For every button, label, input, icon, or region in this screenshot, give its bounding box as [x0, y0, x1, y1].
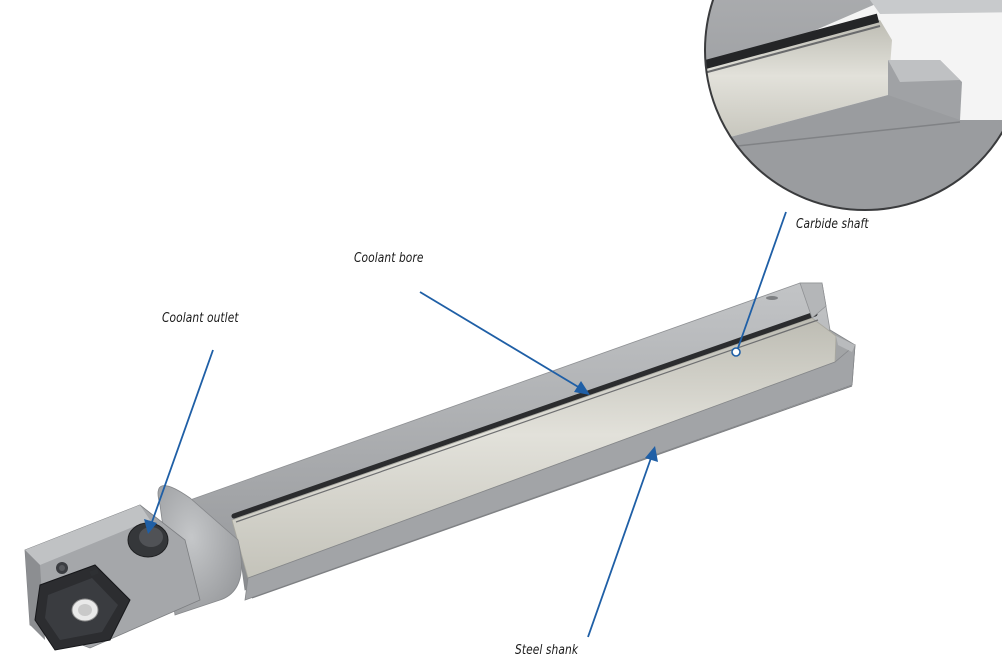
label-steel-shank: Steel shank: [515, 643, 579, 658]
boring-bar: [24, 282, 856, 651]
zoom-magnifier: [704, 0, 1002, 211]
callouts: [144, 211, 787, 638]
coolant-outlet-pointer: [151, 349, 214, 523]
steel-shank-arrowhead: [645, 446, 658, 462]
coolant-bore-pointer: [419, 291, 581, 389]
steel-shank-pointer: [587, 457, 652, 638]
carbide-shaft: [231, 317, 837, 579]
steel-lip: [244, 344, 856, 601]
label-coolant-outlet: Coolant outlet: [162, 311, 239, 326]
carbide-shaft-pointer: [737, 211, 787, 349]
coolant-bore-line: [231, 311, 818, 519]
zoom-circle-border: [704, 0, 1002, 211]
label-coolant-bore: Coolant bore: [354, 251, 424, 266]
coolant-bore-arrowhead: [574, 381, 590, 395]
coolant-outlet-arrowhead: [144, 519, 157, 534]
label-carbide-shaft: Carbide shaft: [796, 217, 869, 232]
carbide-shaft-dot: [731, 347, 741, 357]
